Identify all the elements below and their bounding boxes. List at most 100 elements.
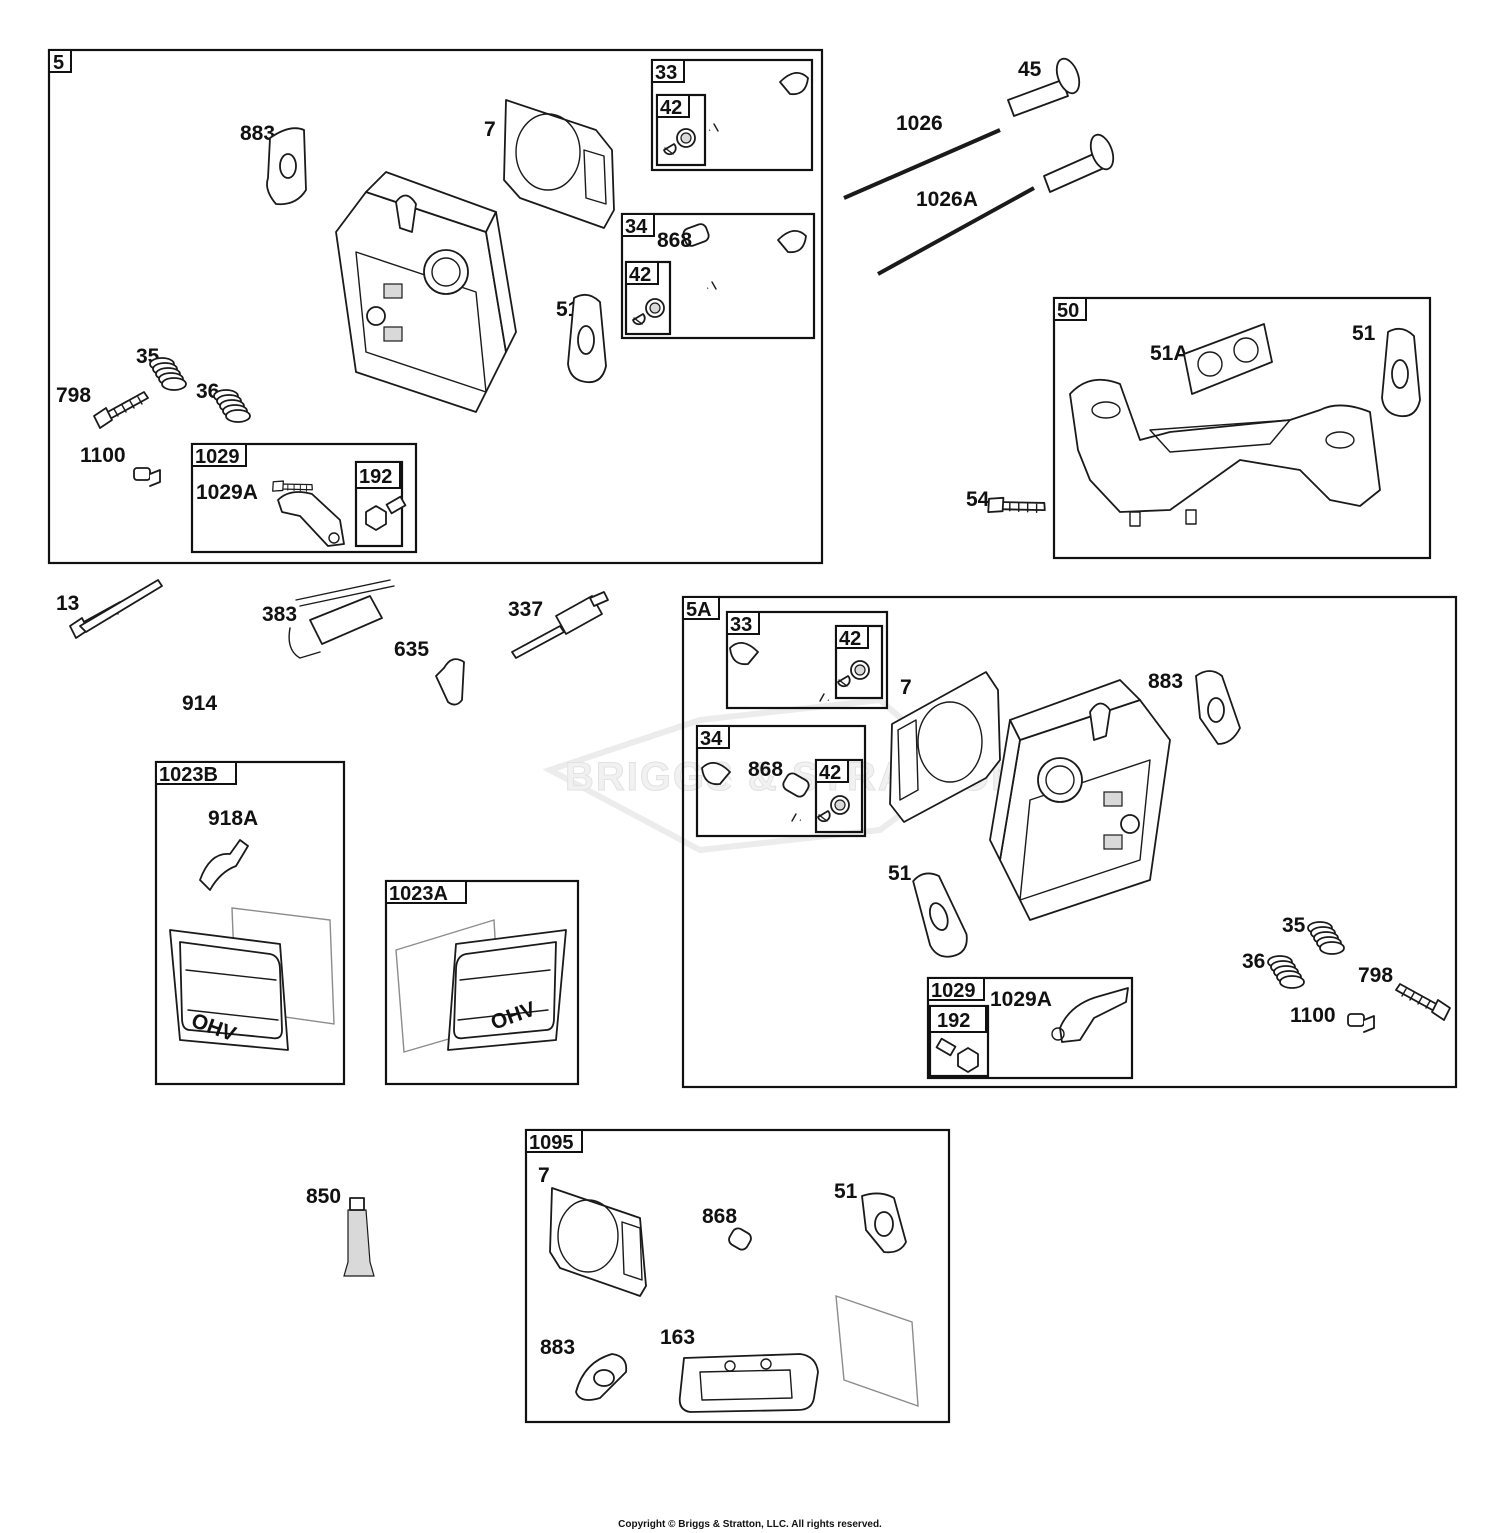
part-383-label: 383 [262,603,297,626]
part-54-label: 54 [966,488,990,511]
box-33b-label: 33 [730,614,752,636]
valve-seal-part [817,795,850,823]
rocker-arm-part [277,491,345,547]
valve-guide-45-part [1007,79,1069,117]
part-1100-label: 1100 [80,444,126,467]
part-1026-label: 1026 [896,112,943,135]
clip-1100-part [1347,1013,1375,1033]
box-42d-label: 42 [819,762,841,784]
box-5-label: 5 [53,52,64,74]
part-163-label: 163 [660,1326,695,1349]
box-42c-label: 42 [839,628,861,650]
part-36-label: 36 [1242,950,1265,973]
part-914-label: 914 [182,692,217,715]
gasket-51-part [905,866,973,964]
valve-guide-part [782,772,810,798]
box-1029a-label: 1029 [195,446,240,468]
part-883-label: 883 [240,122,275,145]
valve-guide-part [728,1227,752,1251]
box-1095-frame [524,1128,951,1424]
box-34a-frame [620,212,816,340]
part-798-label: 798 [56,384,91,407]
box-34b-frame [695,724,867,838]
push-rod-1026-part [843,128,1001,200]
cover-gasket-part [835,1294,919,1408]
bolt-798-part [1395,983,1451,1021]
box-34a-label: 34 [625,216,648,238]
copyright-notice: Copyright © Briggs & Stratton, LLC. All … [618,1519,882,1530]
gasket-51A-part [1183,323,1273,395]
part-868-label: 868 [657,229,692,252]
breather-tube-918A-part [199,839,249,891]
box-42a-label: 42 [660,97,682,119]
spring-35-part [149,357,187,391]
box-34b-label: 34 [700,728,723,750]
box-5A-label: 5A [686,599,712,621]
valve-seal-part [837,660,870,688]
boot-635-part [435,658,465,706]
exhaust-manifold-part [1069,378,1381,513]
part-868-label: 868 [702,1205,737,1228]
valve-seal-part [663,128,696,156]
bolt-54-part [982,477,1049,538]
part-883-label: 883 [1148,670,1183,693]
head-gasket-7-part [549,1187,647,1297]
part-1026A-label: 1026A [916,188,978,211]
part-51-label: 51 [888,862,912,885]
valve-part [708,70,810,133]
part-51-label: 51 [834,1180,858,1203]
box-1023B-frame [154,760,346,1086]
box-1029a-frame [190,442,418,554]
part-1100-label: 1100 [1290,1004,1336,1027]
box-192a-label: 192 [359,466,392,488]
box-192b-label: 192 [937,1010,970,1032]
part-7-label: 7 [538,1164,550,1187]
push-rod-1026A-part [877,186,1035,276]
box-33a-label: 33 [655,62,677,84]
part-13-label: 13 [56,592,79,615]
part-635-label: 635 [394,638,429,661]
box-33a-frame [650,58,814,172]
box-1023A-frame [384,879,580,1086]
bolt-798-part [93,391,149,429]
nut-part [957,1047,979,1073]
gasket-51-part [1381,327,1421,418]
sealant-tube-850-part [343,1209,375,1277]
spark-plug-wire-383-part [295,579,395,607]
head-gasket-7-part [503,99,615,229]
box-33b-frame [725,610,889,710]
valve-cover-part [447,929,567,1051]
part-7-label: 7 [484,118,496,141]
part-1029A-label: 1029A [196,481,258,504]
valve-seal-part [632,298,665,326]
box-1029b-frame [926,976,1134,1080]
clip-1100-part [133,467,161,487]
part-868-label: 868 [748,758,783,781]
part-7-label: 7 [900,676,912,699]
part-51A-label: 51A [1150,342,1189,365]
part-51-label: 51 [1352,322,1376,345]
box-50-frame [1052,296,1432,560]
box-1029b-label: 1029 [931,980,976,1002]
part-918A-label: 918A [208,807,258,830]
rocker-arm-part [1059,987,1129,1043]
box-1095-label: 1095 [529,1132,574,1154]
spring-36-part [1267,955,1305,989]
gasket-51-part [567,293,607,384]
cylinder-head-part [335,171,517,413]
cylinder-head-part [989,679,1171,921]
part-35-label: 35 [1282,914,1306,937]
part-798-label: 798 [1358,964,1393,987]
spring-35-part [1307,921,1345,955]
part-337-label: 337 [508,598,543,621]
spring-36-part [213,389,251,423]
valve-part [706,228,808,291]
part-1029A-label: 1029A [990,988,1052,1011]
box-5A-frame [681,595,1458,1089]
part-45-label: 45 [1018,58,1042,81]
part-850-label: 850 [306,1185,341,1208]
box-1023A-label: 1023A [389,883,448,905]
valve-guide-part [682,223,710,247]
